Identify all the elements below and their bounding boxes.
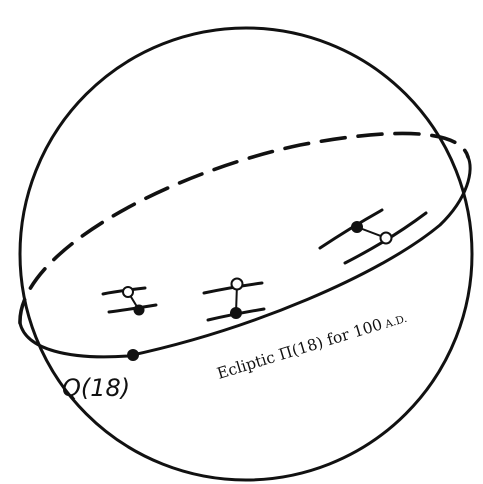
right-pair-open-star-marker xyxy=(381,233,392,244)
left-pair-filled-star-marker xyxy=(134,305,145,316)
ecliptic-label-era: A.D. xyxy=(383,313,409,331)
ecliptic-back-dashed xyxy=(20,133,468,323)
left-pair-lower-stroke xyxy=(109,305,156,312)
left-pair-open-star-marker xyxy=(123,287,133,297)
middle-pair-filled-star-marker xyxy=(230,307,242,319)
right-pair-upper-stroke xyxy=(320,210,382,248)
star-pair-left xyxy=(103,287,156,316)
star-pair-right xyxy=(320,210,426,263)
point-q18-marker xyxy=(127,349,139,361)
middle-pair-open-star-marker xyxy=(232,279,243,290)
right-pair-filled-star-marker xyxy=(351,221,363,233)
ecliptic-label: Ecliptic Π(18) for 100A.D. xyxy=(215,308,409,383)
point-q18-label: Q(18) xyxy=(62,374,130,402)
star-pair-middle xyxy=(204,279,264,321)
celestial-sphere-outline xyxy=(20,28,472,480)
ecliptic-front-solid xyxy=(20,157,470,357)
